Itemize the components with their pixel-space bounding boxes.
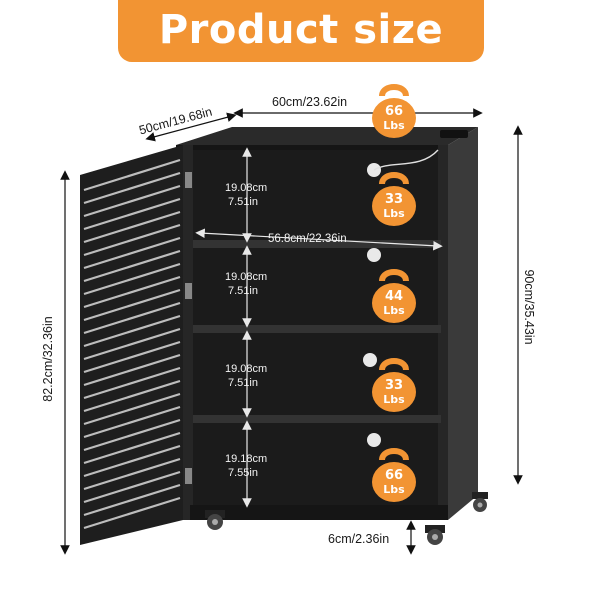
kettlebell-icon <box>372 358 416 412</box>
kettlebell-icon <box>372 172 416 226</box>
cabinet-right-frame <box>438 145 448 520</box>
shelf-in: 7.51in <box>228 377 258 389</box>
caster-wheel <box>472 492 488 512</box>
shelf-cm: 19.08cm <box>225 182 268 194</box>
load-value: 44 <box>384 289 404 304</box>
depth-dimension-line <box>145 112 237 142</box>
load-value: 66 <box>384 468 404 483</box>
power-strip <box>440 130 468 138</box>
load-value: 33 <box>384 192 404 207</box>
shelf-in: 7.51in <box>228 285 258 297</box>
shelf-in: 7.51in <box>228 196 258 208</box>
load-unit: Lbs <box>383 393 405 406</box>
hinge <box>185 468 192 484</box>
inner-width-dimension-line <box>195 228 443 251</box>
cabinet-left-frame <box>183 145 193 520</box>
hinge <box>185 283 192 299</box>
width-label: 60cm/23.62in <box>272 95 348 109</box>
cable-hole <box>367 433 381 447</box>
shelf-cm: 19.08cm <box>225 271 268 283</box>
shelf-cm: 19.08cm <box>225 363 268 375</box>
inner-width-label: 56.8cm/22.36in <box>268 233 347 245</box>
cabinet-top <box>176 127 478 145</box>
load-unit: Lbs <box>383 304 405 317</box>
load-unit: Lbs <box>383 483 405 496</box>
bottom-panel <box>190 505 448 520</box>
load-unit: Lbs <box>383 119 405 132</box>
load-value: 33 <box>384 378 404 393</box>
kettlebell-icon <box>372 84 416 138</box>
hinge <box>185 172 192 188</box>
title-banner: Product size <box>118 0 484 62</box>
height-label: 90cm/35.43in <box>522 269 536 345</box>
load-unit: Lbs <box>383 207 405 220</box>
door-height-label: 82.2cm/32.36in <box>41 316 55 402</box>
cable-hole <box>363 353 377 367</box>
cabinet-side-panel <box>448 127 478 520</box>
shelf-2 <box>193 325 441 333</box>
wheel-height-label: 6cm/2.36in <box>328 532 390 546</box>
cable-hole <box>367 248 381 262</box>
cabinet-top-edge <box>176 145 448 150</box>
power-cable <box>373 149 439 171</box>
shelf-3 <box>193 415 441 423</box>
shelf-cm: 19.18cm <box>225 453 268 465</box>
caster-wheel <box>425 525 445 545</box>
caster-wheel <box>205 510 225 530</box>
kettlebell-icon <box>372 269 416 323</box>
kettlebell-icon <box>372 448 416 502</box>
load-value: 66 <box>384 104 404 119</box>
door-slats <box>83 158 181 530</box>
shelf-in: 7.55in <box>228 467 258 479</box>
